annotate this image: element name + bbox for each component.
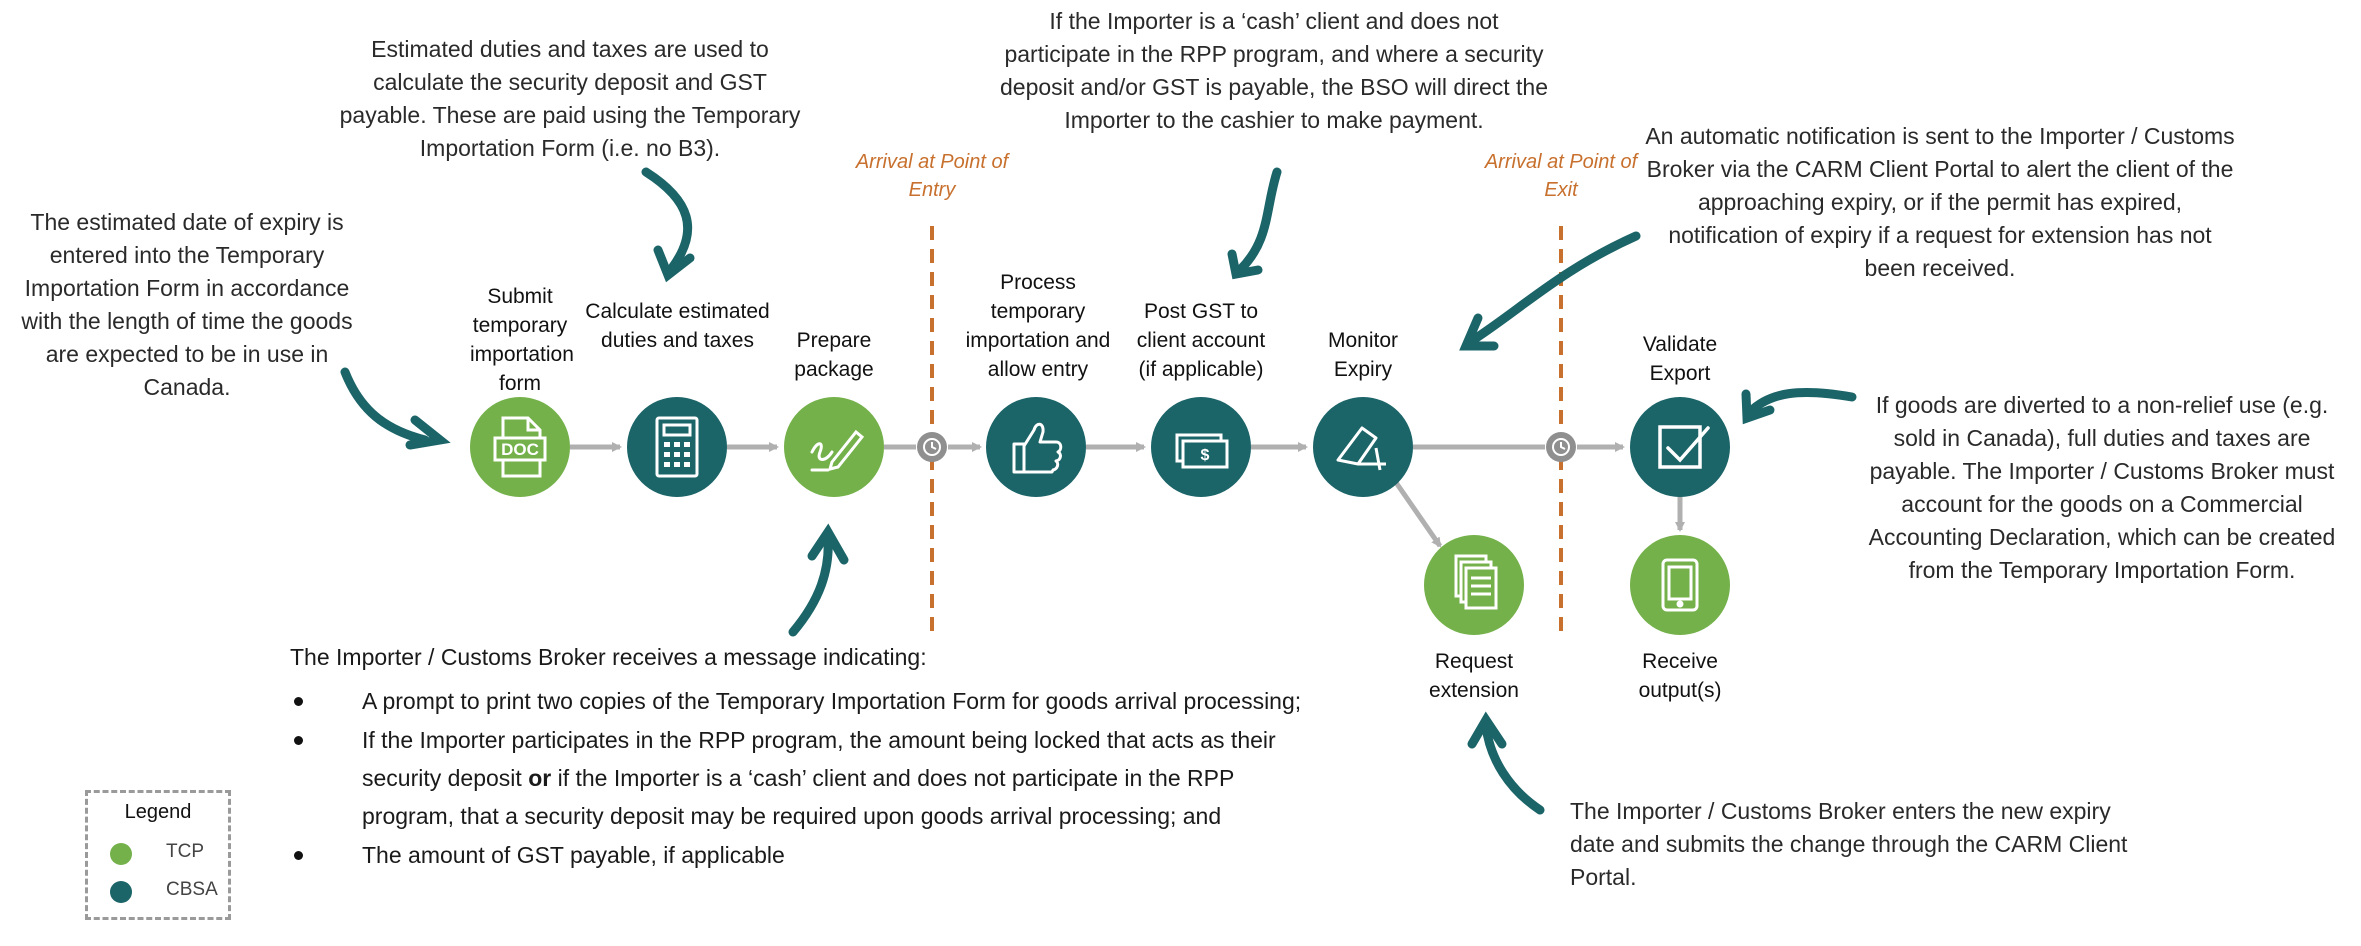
- step-label-monitor: Monitor Expiry: [1327, 329, 1399, 381]
- legend-title: Legend: [124, 801, 192, 823]
- step-label-process: Process temporary importation and allow …: [965, 271, 1111, 381]
- message-list: A prompt to print two copies of the Temp…: [290, 682, 1310, 874]
- step-node-receive: [1630, 535, 1730, 635]
- callout-arrow: [340, 367, 451, 450]
- message-item-text: if the Importer is a ‘cash’ client and d…: [362, 765, 1234, 829]
- callout-arrow: [1741, 387, 1857, 425]
- message-item: A prompt to print two copies of the Temp…: [290, 682, 1310, 720]
- thumbs-up-icon: [1012, 422, 1063, 474]
- note-diverted: If goods are diverted to a non-relief us…: [1868, 392, 2336, 583]
- callout-arrow: [1459, 231, 1641, 351]
- step-node-validate: [1630, 397, 1730, 497]
- step-label-receive: Receive output(s): [1638, 650, 1722, 702]
- doc-icon: DOC: [493, 416, 547, 478]
- callout-arrow: [788, 523, 849, 637]
- exit-clock-icon: [1546, 432, 1576, 462]
- entry-clock-icon: [917, 432, 947, 462]
- message-item-emphasis: or: [528, 765, 552, 791]
- svg-text:$: $: [1201, 447, 1210, 464]
- message-intro: The Importer / Customs Broker receives a…: [290, 644, 927, 670]
- step-node-monitor: [1313, 397, 1413, 497]
- svg-text:DOC: DOC: [501, 440, 539, 459]
- step-label-post-gst: Post GST to client account (if applicabl…: [1136, 300, 1266, 381]
- message-item-text: The amount of GST payable, if applicable: [362, 842, 785, 868]
- exit-marker-label: Arrival at Point of Exit: [1484, 151, 1638, 201]
- step-node-process: [986, 397, 1086, 497]
- step-label-submit: Submit temporary importation form: [470, 285, 574, 395]
- note-notification: An automatic notification is sent to the…: [1645, 123, 2235, 281]
- step-label-request-extension: Request extension: [1429, 650, 1519, 702]
- legend: Legend TCP CBSA: [85, 790, 231, 920]
- expiry-icon: [1336, 426, 1386, 471]
- legend-label-cbsa: CBSA: [166, 879, 218, 900]
- note-cash-client: If the Importer is a ‘cash’ client and d…: [999, 8, 1549, 133]
- note-expiry-date: The estimated date of expiry is entered …: [21, 209, 353, 400]
- message-item-text: If the Importer participates in the RPP …: [362, 727, 1276, 791]
- calculator-icon: [655, 416, 699, 478]
- message-item-text: A prompt to print two copies of the Temp…: [362, 688, 1302, 714]
- tablet-icon: [1661, 558, 1699, 612]
- callout-arrow: [1227, 167, 1282, 280]
- step-node-prepare: [784, 397, 884, 497]
- legend-label-tcp: TCP: [166, 841, 204, 862]
- checkbox-icon: [1658, 425, 1710, 469]
- bullet-dot: [294, 736, 303, 745]
- flow-arrow: [1392, 479, 1443, 548]
- step-label-prepare: Prepare package: [794, 329, 874, 381]
- cash-icon: $: [1175, 433, 1229, 469]
- legend-swatch-tcp: [110, 843, 132, 865]
- bullet-dot: [294, 697, 303, 706]
- step-label-validate: Validate Export: [1642, 333, 1718, 385]
- step-label-calculate: Calculate estimated duties and taxes: [585, 300, 770, 352]
- entry-marker-label: Arrival at Point of Entry: [855, 151, 1009, 201]
- note-extension: The Importer / Customs Broker enters the…: [1570, 798, 2128, 890]
- note-duties: Estimated duties and taxes are used to c…: [339, 36, 801, 161]
- message-item: If the Importer participates in the RPP …: [290, 721, 1310, 835]
- legend-swatch-cbsa: [110, 881, 132, 903]
- bullet-dot: [294, 851, 303, 860]
- callout-arrow: [1467, 711, 1545, 815]
- callout-arrow: [641, 167, 695, 283]
- documents-icon: [1454, 554, 1498, 610]
- message-box: The Importer / Customs Broker receives a…: [290, 638, 1310, 875]
- message-item: The amount of GST payable, if applicable: [290, 836, 1310, 874]
- pen-signature-icon: [810, 429, 865, 472]
